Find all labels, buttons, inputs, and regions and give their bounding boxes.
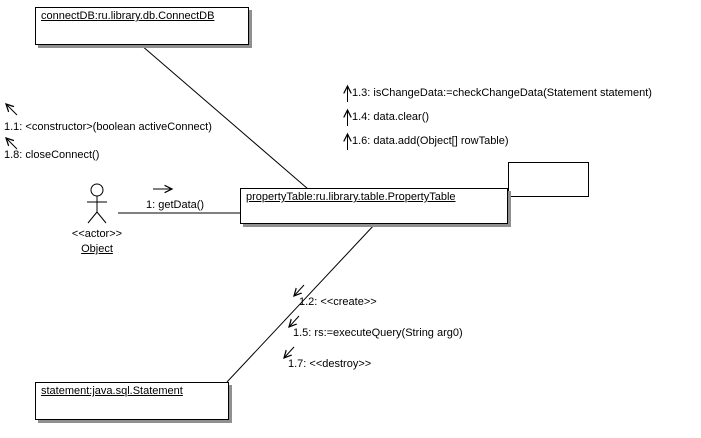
message-1-5-executequery[interactable]: 1.5: rs:=executeQuery(String arg0) <box>293 327 463 339</box>
actor-head <box>90 183 104 197</box>
link-propertytable-statement <box>226 223 376 383</box>
object-statement[interactable]: statement:java.sql.Statement <box>35 382 229 420</box>
actor-figure[interactable] <box>87 183 107 224</box>
sw-arrow-icon-1-2 <box>294 284 305 296</box>
actor-name[interactable]: Object <box>81 243 113 255</box>
object-propertytable[interactable]: propertyTable:ru.library.table.PropertyT… <box>240 188 508 224</box>
actor-right-leg <box>96 211 107 224</box>
message-1-8-closeconnect[interactable]: 1.8: closeConnect() <box>4 149 100 161</box>
message-1-4-dataclear[interactable]: 1.4: data.clear() <box>352 111 430 123</box>
sw-arrow-icon-1-5 <box>289 315 300 327</box>
sw-arrow-icon-1-7 <box>284 346 295 358</box>
object-propertytable-label: propertyTable:ru.library.table.PropertyT… <box>246 191 456 203</box>
object-connectdb-label: connectDB:ru.library.db.ConnectDB <box>41 10 215 22</box>
link-connectdb-propertytable <box>140 44 309 190</box>
object-connectdb[interactable]: connectDB:ru.library.db.ConnectDB <box>35 7 249 45</box>
message-1-6-dataadd[interactable]: 1.6: data.add(Object[] rowTable) <box>352 135 509 147</box>
nw-arrow-icon-1-8 <box>6 138 18 150</box>
message-1-getdata[interactable]: 1: getData() <box>146 199 205 211</box>
nw-arrow-icon-1-1 <box>6 104 18 116</box>
actor-left-leg <box>87 211 98 224</box>
self-link-propertytable <box>508 162 589 197</box>
message-1-3-checkchangedata[interactable]: 1.3: isChangeData:=checkChangeData(State… <box>352 87 652 99</box>
message-1-2-create[interactable]: 1.2: <<create>> <box>299 296 377 308</box>
message-1-7-destroy[interactable]: 1.7: <<destroy>> <box>288 358 372 370</box>
actor-stereotype: <<actor>> <box>71 228 123 240</box>
object-statement-label: statement:java.sql.Statement <box>41 385 183 397</box>
message-1-1-constructor[interactable]: 1.1: <constructor>(boolean activeConnect… <box>4 121 212 133</box>
